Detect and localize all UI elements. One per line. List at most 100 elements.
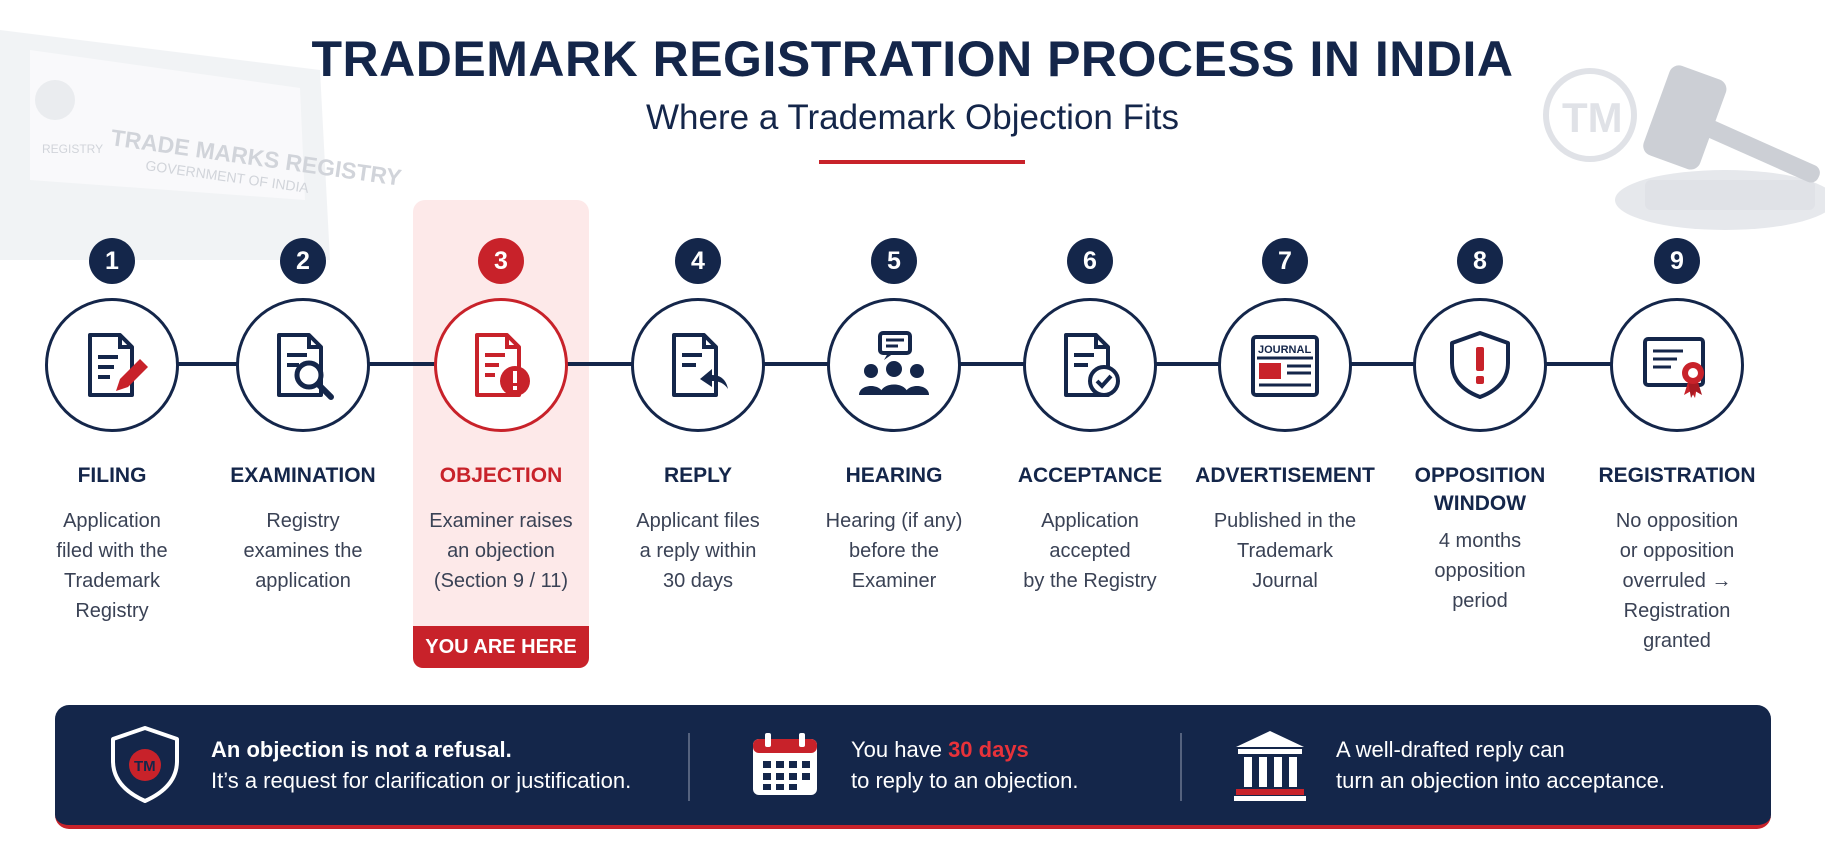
fact-detail: to reply to an objection. — [851, 768, 1079, 793]
key-facts-banner: TM An objection is not a refusal. It’s a… — [55, 705, 1771, 829]
desc-line: Registry — [266, 510, 340, 532]
step-registration: 9 REGISTRATION No opposition or oppositi… — [1577, 238, 1777, 656]
step-hearing: 5 HEARING Hearing (if any) before the Ex… — [794, 238, 994, 596]
desc-line: filed with the — [56, 540, 168, 562]
desc-line: Trademark — [64, 570, 160, 592]
fact-text: You have 30 days to reply to an objectio… — [851, 734, 1078, 796]
desc-line: granted — [1643, 630, 1711, 652]
step-icon-circle — [1413, 298, 1547, 432]
courthouse-icon — [1234, 731, 1306, 801]
journal-masthead: JOURNAL — [1258, 344, 1311, 356]
gavel-tm-illustration: TM — [1543, 65, 1825, 230]
step-description: Published in the Trademark Journal — [1185, 506, 1385, 596]
step-reply: 4 REPLY Applicant files a reply within 3… — [598, 238, 798, 596]
building-emblem-text: REGISTRY — [42, 142, 103, 156]
step-filing: 1 FILING Application filed with the Trad… — [12, 238, 212, 626]
desc-line: Trademark — [1237, 540, 1333, 562]
step-description: 4 months opposition period — [1380, 526, 1580, 616]
certificate-icon — [1643, 337, 1705, 398]
step-number: 1 — [89, 238, 135, 284]
document-pen-icon — [88, 333, 148, 397]
step-advertisement: 7 JOURNAL ADVERTISEMENT Published in the… — [1185, 238, 1385, 596]
fact-not-refusal: TM An objection is not a refusal. It’s a… — [105, 705, 631, 825]
journal-icon: JOURNAL — [1251, 335, 1319, 397]
hearing-people-icon — [859, 331, 929, 395]
desc-line: Examiner — [851, 570, 937, 592]
banner-divider — [688, 733, 690, 801]
desc-line: Registration — [1623, 600, 1731, 622]
registry-building-illustration: REGISTRY TRADE MARKS REGISTRY GOVERNMENT… — [0, 30, 403, 260]
step-label: ACCEPTANCE — [1017, 464, 1163, 487]
step-number: 8 — [1457, 238, 1503, 284]
step-icon-circle — [1023, 298, 1157, 432]
step-label: EXAMINATION — [230, 464, 376, 487]
fact-headline: You have 30 days — [851, 734, 1078, 765]
desc-line: or opposition — [1619, 540, 1735, 562]
desc-line: Hearing (if any) — [825, 510, 963, 532]
step-icon-circle — [1610, 298, 1744, 432]
tm-seal-text: TM — [1562, 94, 1623, 141]
desc-line: by the Registry — [1023, 570, 1157, 592]
fact-text: An objection is not a refusal. It’s a re… — [211, 734, 631, 796]
document-search-icon — [277, 333, 334, 400]
step-icon-circle — [236, 298, 370, 432]
step-number: 2 — [280, 238, 326, 284]
banner-divider — [1180, 733, 1182, 801]
step-label: ADVERTISEMENT — [1195, 464, 1375, 487]
desc-line: Registry — [75, 600, 149, 622]
step-opposition-window: 8 OPPOSITION WINDOW 4 months opposition … — [1380, 238, 1580, 616]
fact-30-days: You have 30 days to reply to an objectio… — [745, 705, 1078, 825]
desc-line: 30 days — [662, 570, 734, 592]
step-number: 6 — [1067, 238, 1113, 284]
step-description: Hearing (if any) before the Examiner — [794, 506, 994, 596]
desc-line: application — [255, 570, 351, 592]
step-objection: 3 OBJECTION Examiner raises an objection… — [401, 238, 601, 596]
calendar-icon — [753, 733, 817, 795]
fact-line1: A well-drafted reply can — [1336, 737, 1565, 762]
step-number: 4 — [675, 238, 721, 284]
step-number: 5 — [871, 238, 917, 284]
step-description: Applicant files a reply within 30 days — [598, 506, 798, 596]
step-label: REPLY — [663, 464, 733, 487]
desc-line: Published in the — [1213, 510, 1357, 532]
desc-line: opposition — [1434, 560, 1526, 582]
step-icon-circle — [827, 298, 961, 432]
step-number: 7 — [1262, 238, 1308, 284]
step-icon-circle — [631, 298, 765, 432]
title-underline — [819, 160, 1025, 164]
fact-highlight: 30 days — [948, 737, 1029, 762]
label-line: WINDOW — [1433, 492, 1527, 515]
desc-line: No opposition — [1615, 510, 1739, 532]
label-line: OPPOSITION — [1414, 464, 1546, 487]
step-number: 3 — [478, 238, 524, 284]
desc-line: overruled → — [1622, 570, 1732, 592]
step-label: OPPOSITION WINDOW — [1380, 462, 1580, 518]
desc-line: Application — [63, 510, 161, 532]
step-examination: 2 EXAMINATION Registry examines the appl… — [203, 238, 403, 596]
desc-line: Examiner raises — [429, 510, 573, 532]
desc-line: 4 months — [1438, 530, 1522, 552]
desc-line: period — [1452, 590, 1508, 612]
tm-shield-icon-wrap: TM — [105, 725, 185, 805]
shield-alert-icon — [1450, 331, 1510, 399]
step-description: No opposition or opposition overruled → … — [1577, 506, 1777, 656]
fact-headline: An objection is not a refusal. — [211, 737, 512, 762]
document-alert-icon — [475, 333, 530, 397]
step-label: OBJECTION — [439, 464, 563, 487]
step-label: HEARING — [845, 464, 943, 487]
you-are-here-badge: YOU ARE HERE — [413, 626, 589, 668]
tm-shield-text: TM — [134, 758, 156, 775]
desc-line: a reply within — [639, 540, 757, 562]
desc-line: (Section 9 / 11) — [433, 570, 569, 592]
step-icon-circle — [45, 298, 179, 432]
step-description: Application filed with the Trademark Reg… — [12, 506, 212, 626]
document-reply-icon — [672, 333, 728, 397]
step-label: REGISTRATION — [1598, 464, 1756, 487]
page-title: TRADEMARK REGISTRATION PROCESS IN INDIA — [311, 31, 1514, 87]
step-label: FILING — [77, 464, 147, 487]
page-subtitle: Where a Trademark Objection Fits — [646, 98, 1179, 137]
document-check-icon — [1064, 333, 1120, 397]
desc-line: Journal — [1252, 570, 1318, 592]
step-icon-circle — [434, 298, 568, 432]
step-acceptance: 6 ACCEPTANCE Application accepted by the… — [990, 238, 1190, 596]
